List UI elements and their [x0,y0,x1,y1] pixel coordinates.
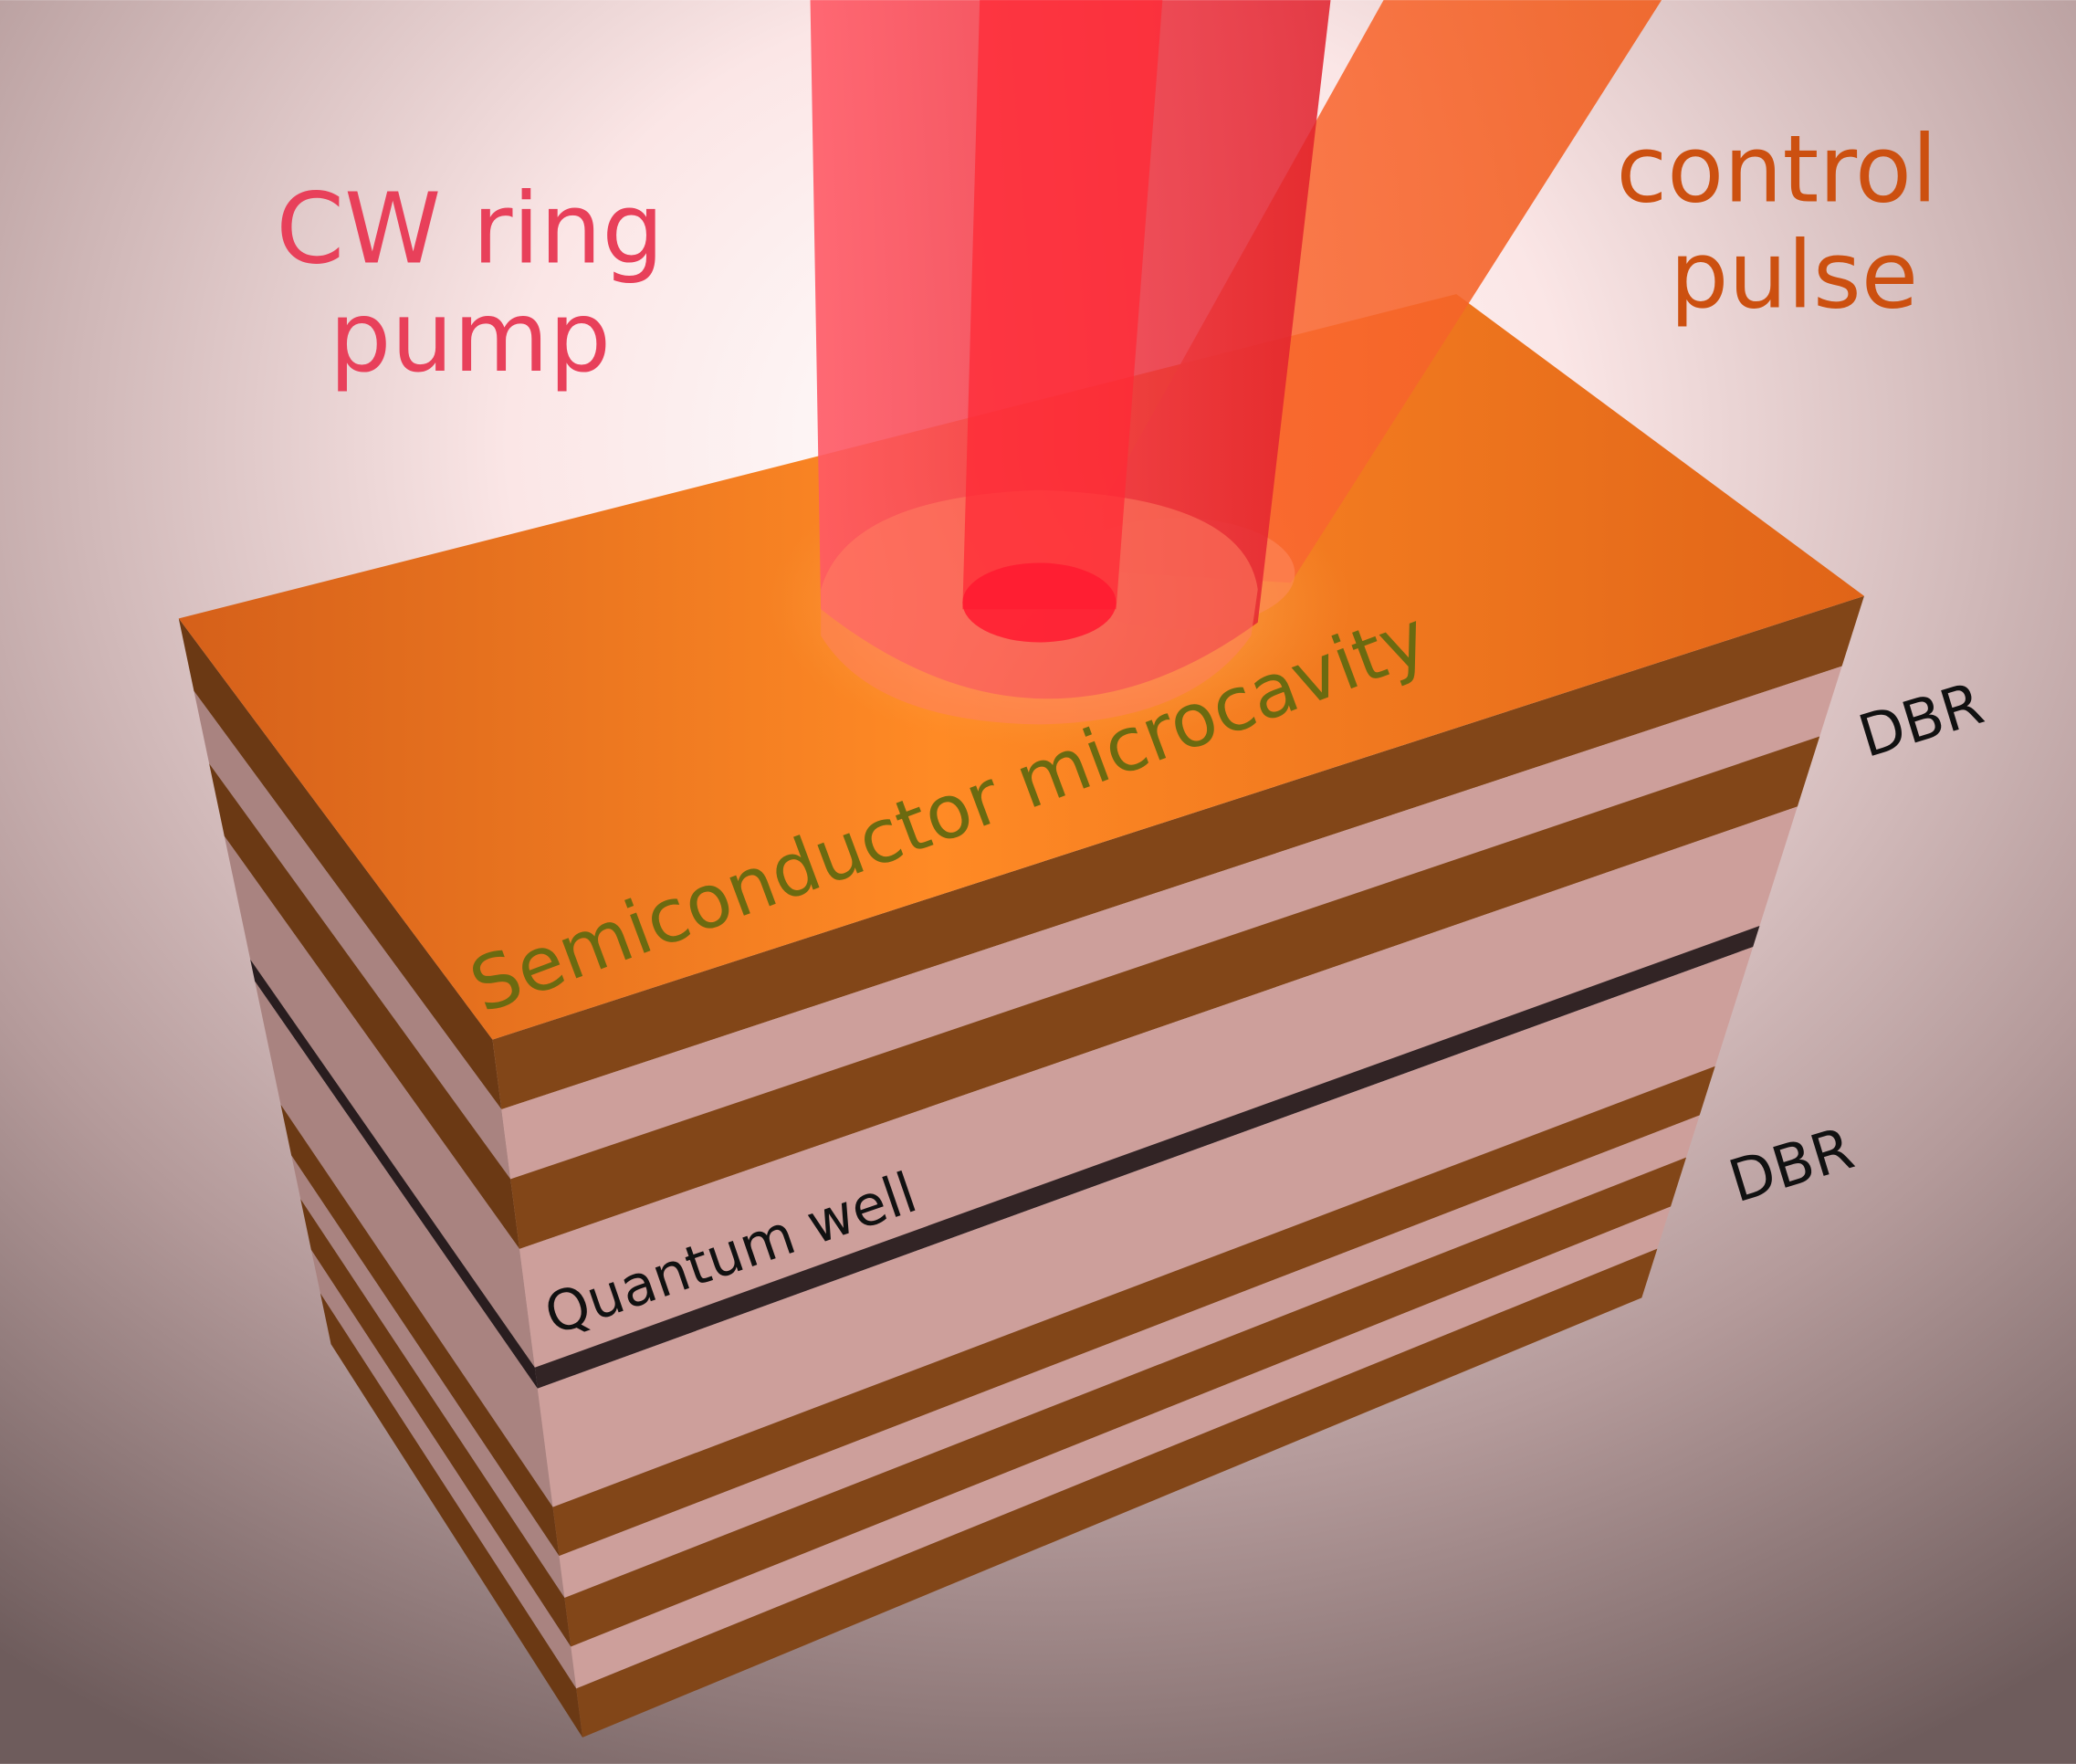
dbr-layer [552,1066,1715,1557]
face-shading [492,595,1864,1738]
cavity-layer [255,981,553,1507]
pump-label-line2: pump [329,280,611,394]
sample-left-face [178,618,583,1738]
spacer-layer [559,1115,1700,1599]
dbr-layer [576,1248,1658,1738]
control-label-line2: pulse [1670,222,1918,330]
cavity-layer [537,947,1754,1507]
ring-pump-center-spot [962,562,1117,643]
dbr-layer [280,1104,560,1557]
dbr-layer [300,1199,571,1647]
cavity-layer [519,806,1798,1368]
control-label-line1: control [1616,116,1937,224]
dbr-layer [320,1293,583,1738]
pump-label-line1: CW ring [276,172,664,286]
sample-front-face [492,595,1864,1738]
face-shading [178,618,583,1738]
cavity-layer [224,835,535,1368]
dbr-layer [178,618,502,1110]
dbr-layer [564,1157,1687,1647]
spacer-layer [571,1206,1671,1689]
spacer-layer [310,1249,577,1689]
ring-pump-inner-core [962,0,1163,610]
quantum-well-layer [250,959,538,1389]
spacer-layer [194,690,511,1180]
dbr-layer [492,595,1864,1110]
spacer-layer [501,666,1842,1180]
quantum-well-layer [534,926,1760,1389]
spacer-layer [291,1155,565,1599]
dbr-layer [209,763,520,1249]
dbr-layer [510,736,1820,1249]
